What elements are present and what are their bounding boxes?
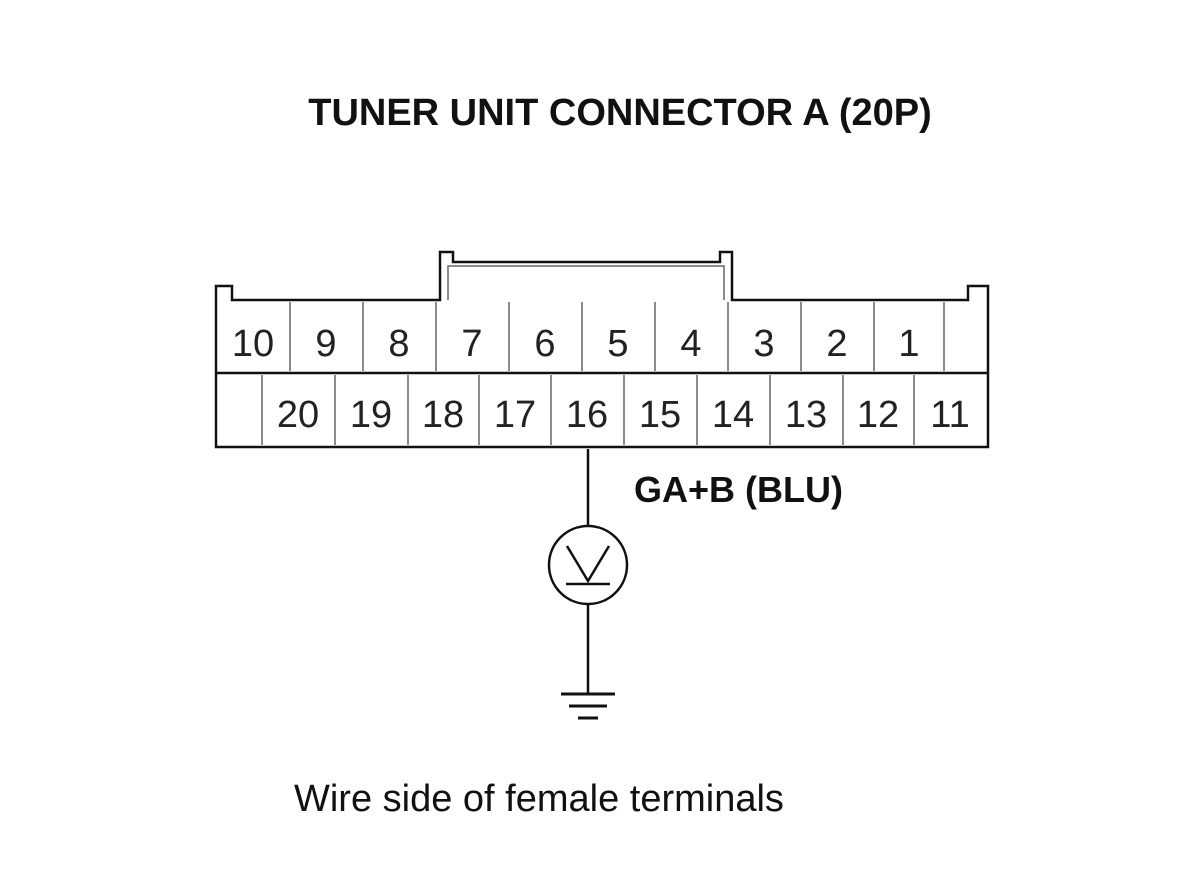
- pin-15: 15: [639, 394, 681, 436]
- pin-14: 14: [712, 394, 754, 436]
- pin-2: 2: [826, 323, 847, 365]
- connector-housing: [214, 250, 990, 449]
- voltmeter-icon: [547, 524, 629, 606]
- diagram-title: TUNER UNIT CONNECTOR A (20P): [308, 92, 932, 134]
- pin-6: 6: [534, 323, 555, 365]
- wire-label: GA+B (BLU): [634, 469, 843, 510]
- top-row-dividers: [289, 302, 945, 371]
- pin-19: 19: [350, 394, 392, 436]
- connector-body: 10 9 8 7 6 5 4 3 2 1 20 19 18 17 16 15 1…: [214, 250, 990, 449]
- pin-7: 7: [461, 323, 482, 365]
- ground-icon: [561, 692, 615, 720]
- pin-13: 13: [785, 394, 827, 436]
- pin-1: 1: [898, 323, 919, 365]
- bottom-row-pins: 20 19 18 17 16 15 14 13 12 11: [277, 394, 970, 436]
- pin-3: 3: [753, 323, 774, 365]
- pin-12: 12: [857, 394, 899, 436]
- pin-20: 20: [277, 394, 319, 436]
- pin-11: 11: [930, 394, 969, 436]
- pin-8: 8: [388, 323, 409, 365]
- pin-10: 10: [232, 323, 274, 365]
- pin-17: 17: [494, 394, 536, 436]
- pin-16: 16: [566, 394, 608, 436]
- top-row-pins: 10 9 8 7 6 5 4 3 2 1: [232, 323, 920, 365]
- bottom-row-dividers: [261, 375, 915, 445]
- connector-lock-tab: [447, 265, 725, 300]
- pin-4: 4: [680, 323, 701, 365]
- pin-9: 9: [315, 323, 336, 365]
- pin-18: 18: [422, 394, 464, 436]
- pin-5: 5: [607, 323, 628, 365]
- diagram-caption: Wire side of female terminals: [294, 778, 784, 820]
